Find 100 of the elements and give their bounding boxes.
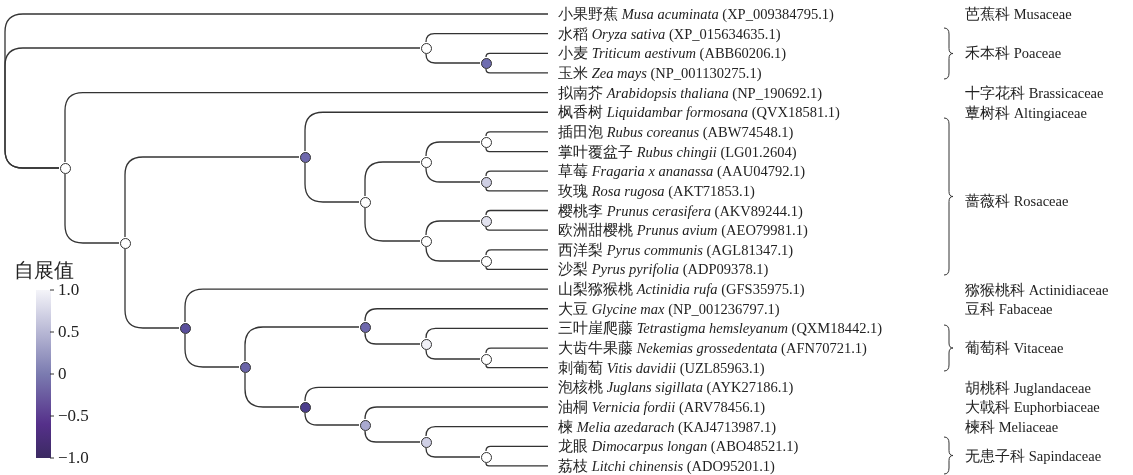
leaf-label: 小果野蕉 Musa acuminata (XP_009384795.1) [548, 5, 834, 23]
branch-line [485, 226, 549, 231]
leaf-label: 水稻 Oryza sativa (XP_015634635.1) [548, 24, 781, 43]
branch-line [64, 91, 549, 163]
branch-line [364, 406, 549, 420]
branch-line [485, 170, 549, 177]
leaf-label: 三叶崖爬藤 Tetrastigma hemsleyanum (QXM18442.1) [548, 319, 883, 338]
leaf-label: 大齿牛果藤 Nekemias grossedentata (AFN70721.1) [548, 339, 867, 358]
branch-line [485, 131, 549, 137]
family-label: 无患子科 Sapindaceae [965, 447, 1102, 465]
node-circle [481, 216, 492, 227]
family-label: 葡萄科 Vitaceae [965, 339, 1064, 357]
node-circle [421, 437, 432, 448]
leaf-label: 欧洲甜樱桃 Prunus avium (AEO79981.1) [548, 221, 808, 240]
branch-line [485, 364, 549, 369]
node-circle [481, 452, 492, 463]
branch-line [485, 52, 549, 58]
branch-line [425, 167, 481, 183]
leaf-label: 玫瑰 Rosa rugosa (AKT71853.1) [548, 181, 755, 200]
branch-line [184, 288, 549, 323]
node-circle [421, 339, 432, 350]
branch-line [485, 209, 549, 216]
branch-line [124, 248, 180, 329]
node-circle [180, 323, 191, 334]
branch-line [425, 220, 481, 236]
tick-label: 1.0 [58, 279, 80, 301]
node-circle [481, 177, 492, 188]
branch-line [425, 141, 481, 157]
leaf-label: 枫香树 Liquidambar formosana (QVX18581.1) [548, 103, 840, 122]
branch-line [485, 187, 549, 192]
branch-line [425, 349, 481, 360]
branch-line [485, 249, 549, 256]
family-label: 蕈树科 Altingiaceae [965, 104, 1087, 122]
leaf-label: 大豆 Glycine max (NP_001236797.1) [548, 299, 780, 318]
leaf-label: 拟南芥 Arabidopsis thaliana (NP_190692.1) [548, 83, 823, 102]
branch-line [425, 33, 549, 43]
leaf-label: 泡核桃 Juglans sigillata (AYK27186.1) [548, 378, 794, 397]
family-label: 猕猴桃科 Actinidiaceae [965, 281, 1109, 299]
branch-line [124, 156, 300, 238]
tick-label: −1.0 [58, 447, 89, 469]
node-circle [120, 238, 131, 249]
leaf-label: 龙眼 Dimocarpus longan (ABO48521.1) [548, 437, 799, 456]
branch-line [364, 430, 421, 443]
family-label: 禾本科 Poaceae [965, 44, 1062, 62]
leaf-label: 草莓 Fragaria x ananassa (AAU04792.1) [548, 162, 806, 181]
branch-line [485, 462, 549, 467]
tick-label: 0.5 [58, 321, 80, 343]
branch-line [425, 53, 481, 64]
leaf-label: 掌叶覆盆子 Rubus chingii (LG01.2604) [548, 142, 797, 161]
leaf-label: 小麦 Triticum aestivum (ABB60206.1) [548, 44, 787, 63]
branch-line [485, 445, 549, 452]
branch-line [364, 207, 421, 242]
branch-line [485, 68, 549, 74]
node-circle [360, 197, 371, 208]
branch-line [425, 327, 549, 339]
leaf-label: 荔枝 Litchi chinensis (ADO95201.1) [548, 456, 775, 475]
family-label: 胡桃科 Juglandaceae [965, 379, 1091, 397]
branch-line [425, 246, 481, 262]
node-circle [481, 256, 492, 267]
leaf-label: 樱桃李 Prunus cerasifera (AKV89244.1) [548, 201, 803, 220]
node-circle [240, 362, 251, 373]
branch-line [64, 173, 120, 244]
leaf-label: 油桐 Vernicia fordii (ARV78456.1) [548, 398, 766, 416]
node-circle [481, 58, 492, 69]
leaf-label: 西洋梨 Pyrus communis (AGL81347.1) [548, 240, 794, 259]
leaf-label: 玉米 Zea mays (NP_001130275.1) [548, 63, 762, 82]
branch-line [4, 47, 421, 169]
branch-line [425, 447, 481, 458]
leaf-label: 沙梨 Pyrus pyrifolia (ADP09378.1) [548, 260, 769, 279]
branch-line [244, 326, 360, 362]
branch-line [184, 333, 240, 368]
node-circle [300, 402, 311, 413]
leaf-label: 山梨猕猴桃 Actinidia rufa (GFS35975.1) [548, 280, 805, 299]
leaf-label: 插田泡 Rubus coreanus (ABW74548.1) [548, 122, 794, 141]
family-label: 蔷薇科 Rosaceae [965, 192, 1069, 210]
branch-line [364, 332, 421, 345]
colorbar-title: 自展值 [14, 258, 74, 282]
branch-line [304, 412, 360, 426]
node-circle [421, 236, 432, 247]
node-circle [300, 152, 311, 163]
branch-line [304, 162, 360, 203]
branch-line [244, 372, 300, 408]
branch-line [485, 347, 549, 354]
branch-line [485, 147, 549, 153]
family-label: 十字花科 Brassicaceae [965, 84, 1104, 102]
branch-line [364, 161, 421, 197]
family-label: 芭蕉科 Musaceae [965, 5, 1072, 23]
branch-line [364, 308, 549, 322]
node-circle [481, 137, 492, 148]
branch-line [304, 111, 549, 152]
tick-label: 0 [58, 363, 67, 385]
family-label: 大戟科 Euphorbiaceae [965, 398, 1100, 416]
node-circle [360, 420, 371, 431]
node-circle [360, 322, 371, 333]
tick-label: −0.5 [58, 405, 89, 427]
family-label: 豆科 Fabaceae [965, 300, 1053, 318]
branch-line [485, 266, 549, 271]
node-circle [421, 157, 432, 168]
leaf-label: 刺葡萄 Vitis davidii (UZL85963.1) [548, 358, 765, 377]
branch-line [425, 426, 549, 437]
